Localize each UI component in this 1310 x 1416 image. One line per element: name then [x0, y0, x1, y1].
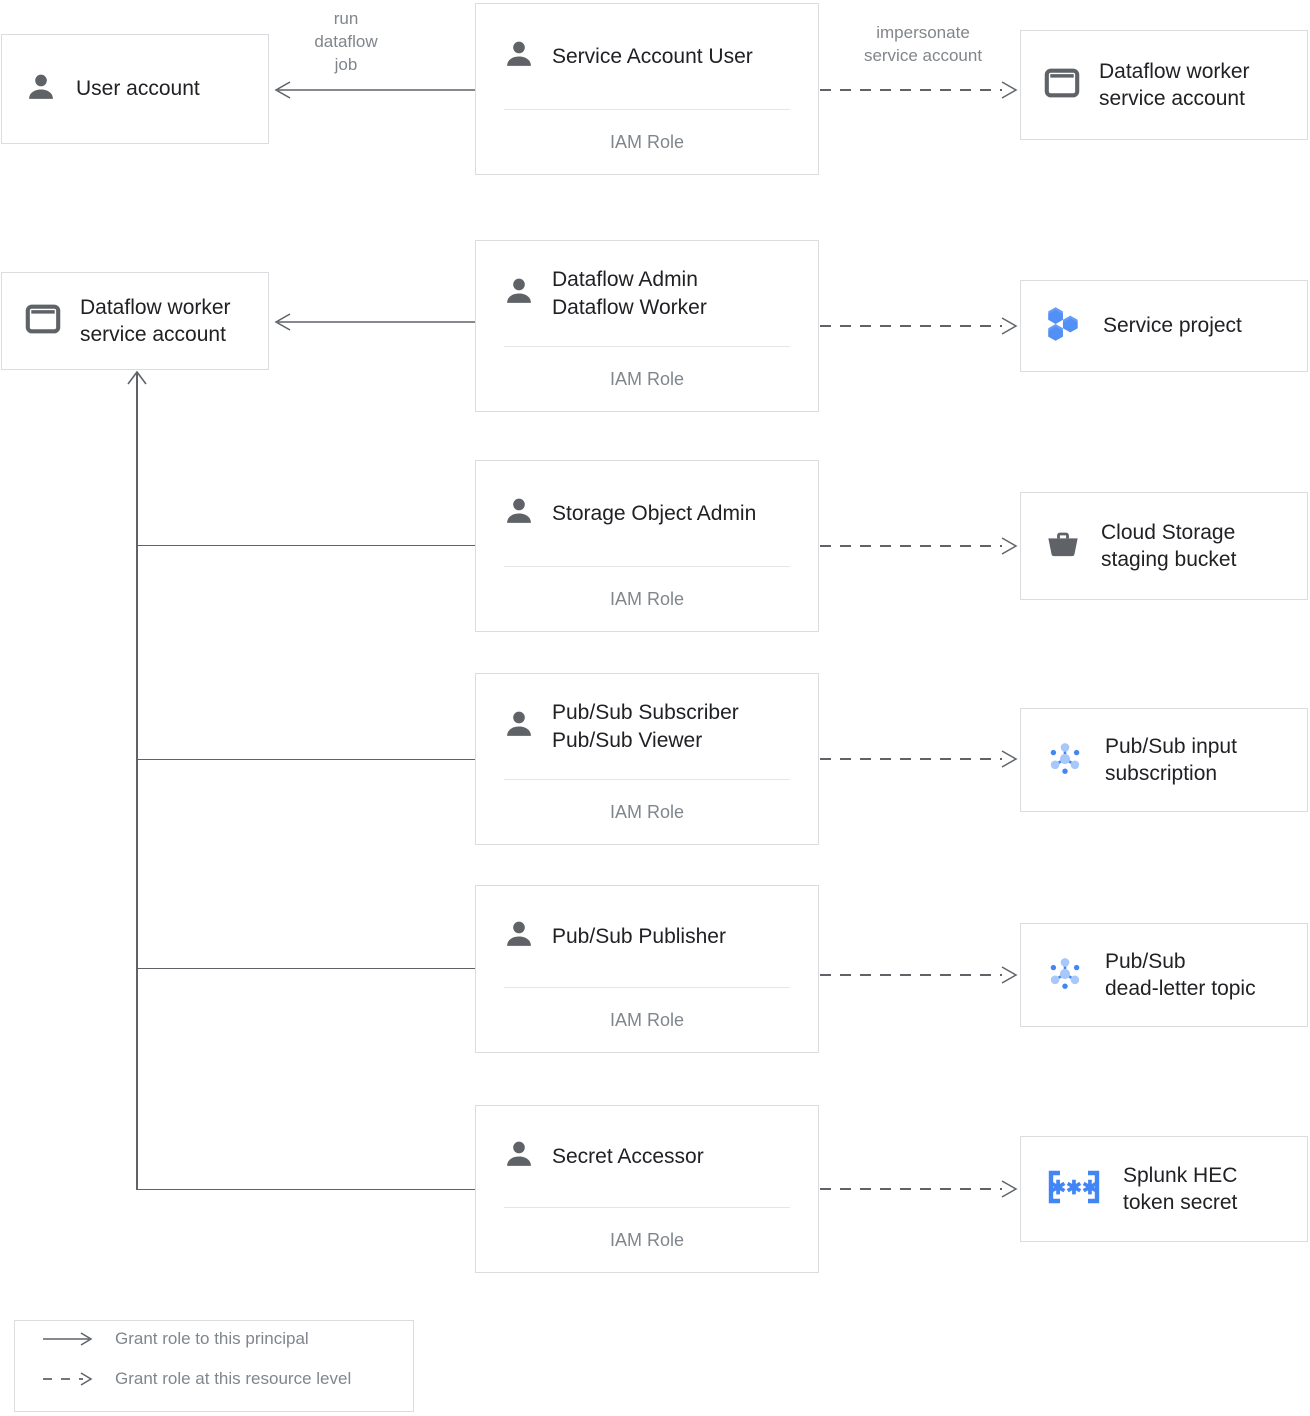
iam-card-divider	[504, 779, 790, 780]
connector-dataflow-admin-to-sa	[274, 313, 478, 331]
iam-card-footer: IAM Role	[609, 368, 685, 389]
iam-card-header: Pub/Sub Publisher	[476, 886, 818, 987]
iam-role-name: Storage Object Admin	[552, 501, 757, 525]
iam-card-header: Dataflow Admin Dataflow Worker	[476, 241, 818, 346]
iam-card-pubsub-subscriber-viewer: Pub/Sub Subscriber Pub/Sub Viewer IAM Ro…	[475, 673, 819, 845]
iam-role-name: Secret Accessor	[552, 1144, 704, 1168]
cloud-storage-bucket-icon	[1043, 524, 1083, 569]
iam-card-footer: IAM Role	[609, 1229, 685, 1250]
legend-item-dashed: Grant role at this resource level	[41, 1369, 351, 1389]
secret-manager-icon: ✱✱✱	[1043, 1165, 1105, 1214]
iam-role-name: Dataflow Admin Dataflow Worker	[552, 267, 707, 319]
iam-card-secret-accessor: Secret Accessor IAM Role	[475, 1105, 819, 1273]
connector-secret-dashed	[820, 1180, 1018, 1198]
iam-role-name: Service Account User	[552, 44, 753, 68]
connector-branch-pubsub-subscriber	[136, 759, 476, 761]
iam-card-divider	[504, 566, 790, 567]
iam-card-footer: IAM Role	[609, 801, 685, 822]
person-icon	[502, 917, 536, 956]
service-account-icon	[24, 300, 62, 343]
legend-label: Grant role at this resource level	[115, 1369, 352, 1388]
iam-role-name: Pub/Sub Publisher	[552, 924, 726, 948]
connector-cloud-storage-dashed	[820, 537, 1018, 555]
entity-dataflow-worker-service-account: Dataflow worker service account	[1, 272, 269, 370]
legend-item-solid: Grant role to this principal	[41, 1329, 309, 1349]
resource-label: Cloud Storage staging bucket	[1101, 520, 1237, 571]
connector-run-dataflow-job	[274, 81, 478, 99]
entity-user-account: User account	[1, 34, 269, 144]
entity-label: Dataflow worker service account	[80, 295, 231, 346]
resource-service-project: Service project	[1020, 280, 1308, 372]
connector-service-project-dashed	[820, 317, 1018, 335]
resource-cloud-storage-staging-bucket: Cloud Storage staging bucket	[1020, 492, 1308, 600]
solid-arrow-icon	[43, 1332, 93, 1346]
svg-text:✱✱✱: ✱✱✱	[1050, 1178, 1098, 1199]
iam-role-name: Pub/Sub Subscriber Pub/Sub Viewer	[552, 700, 739, 752]
iam-card-service-account-user: Service Account User IAM Role	[475, 3, 819, 175]
iam-card-header: Storage Object Admin	[476, 461, 818, 566]
iam-card-divider	[504, 987, 790, 988]
person-icon	[502, 494, 536, 533]
resource-splunk-hec-token-secret: ✱✱✱ Splunk HEC token secret	[1020, 1136, 1308, 1242]
iam-card-storage-object-admin: Storage Object Admin IAM Role	[475, 460, 819, 632]
person-icon	[502, 37, 536, 76]
resource-label: Pub/Sub input subscription	[1105, 734, 1237, 785]
resource-label: Splunk HEC token secret	[1123, 1163, 1238, 1214]
iam-card-footer: IAM Role	[609, 131, 685, 152]
legend: Grant role to this principal Grant role …	[14, 1320, 414, 1412]
person-icon	[24, 70, 58, 109]
connector-bus-vertical	[136, 372, 138, 1190]
edge-label-run-dataflow-job: run dataflow job	[314, 9, 378, 74]
legend-label: Grant role to this principal	[115, 1329, 309, 1348]
iam-card-header: Secret Accessor	[476, 1106, 818, 1207]
resource-dataflow-worker-service-account: Dataflow worker service account	[1020, 30, 1308, 140]
entity-label: User account	[76, 77, 200, 101]
connector-bus-arrowhead	[127, 370, 147, 385]
iam-card-footer: IAM Role	[609, 1009, 685, 1030]
connector-pubsub-input-dashed	[820, 750, 1018, 768]
project-hexagons-icon	[1043, 303, 1085, 350]
resource-label: Service project	[1103, 314, 1242, 338]
service-account-icon	[1043, 64, 1081, 107]
iam-card-dataflow-admin-worker: Dataflow Admin Dataflow Worker IAM Role	[475, 240, 819, 412]
resource-label: Pub/Sub dead-letter topic	[1105, 949, 1256, 1000]
iam-card-header: Service Account User	[476, 4, 818, 109]
iam-card-divider	[504, 346, 790, 347]
person-icon	[502, 1137, 536, 1176]
iam-card-pubsub-publisher: Pub/Sub Publisher IAM Role	[475, 885, 819, 1053]
connector-impersonate-dashed	[820, 81, 1018, 99]
resource-pubsub-dead-letter-topic: Pub/Sub dead-letter topic	[1020, 923, 1308, 1027]
resource-label: Dataflow worker service account	[1099, 59, 1250, 110]
iam-card-divider	[504, 109, 790, 110]
pubsub-icon	[1043, 736, 1087, 785]
iam-card-header: Pub/Sub Subscriber Pub/Sub Viewer	[476, 674, 818, 779]
connector-pubsub-dlq-dashed	[820, 966, 1018, 984]
person-icon	[502, 707, 536, 746]
connector-branch-storage-object-admin	[136, 545, 476, 547]
pubsub-icon	[1043, 951, 1087, 1000]
connector-branch-secret-accessor	[136, 1189, 476, 1191]
connector-branch-pubsub-publisher	[136, 968, 476, 970]
resource-pubsub-input-subscription: Pub/Sub input subscription	[1020, 708, 1308, 812]
person-icon	[502, 274, 536, 313]
edge-label-impersonate-service-account: impersonate service account	[863, 23, 983, 65]
iam-card-divider	[504, 1207, 790, 1208]
dashed-arrow-icon	[43, 1372, 93, 1386]
iam-card-footer: IAM Role	[609, 588, 685, 609]
